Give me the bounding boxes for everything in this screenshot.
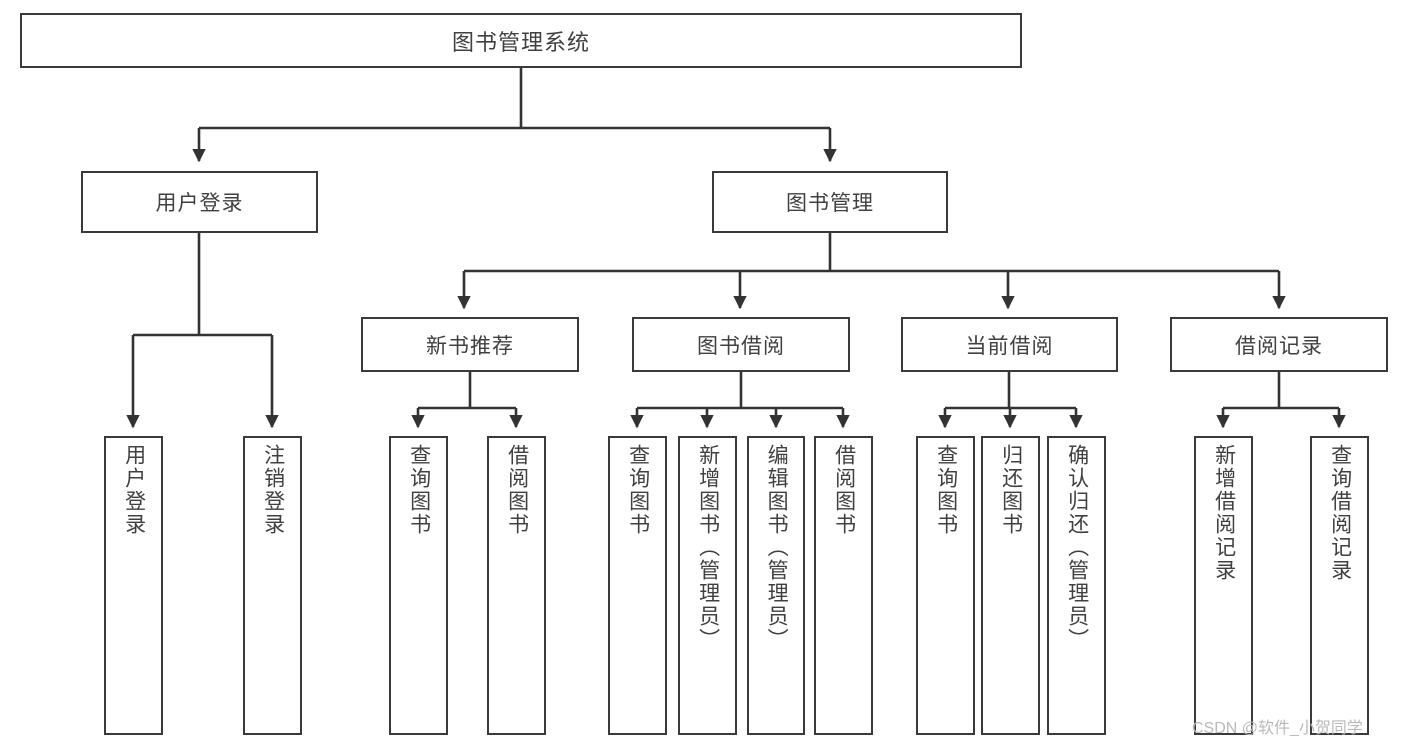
leaf-label: 查询图书	[626, 444, 650, 536]
leaf-user-login[interactable]: 用户登录	[104, 436, 163, 735]
leaf-label: 确认归还（管理员）	[1065, 444, 1089, 651]
leaf-add-borrow-rec[interactable]: 新增借阅记录	[1194, 436, 1253, 735]
leaf-label: 查询图书	[407, 444, 431, 536]
leaf-label: 借阅图书	[832, 444, 856, 536]
leaf-return-book[interactable]: 归还图书	[981, 436, 1040, 735]
leaf-add-book-admin[interactable]: 新增图书（管理员）	[678, 436, 737, 735]
leaf-query-book[interactable]: 查询图书	[608, 436, 667, 735]
leaf-label: 编辑图书（管理员）	[765, 444, 789, 651]
leaf-query-borrow-rec[interactable]: 查询借阅记录	[1310, 436, 1369, 735]
leaf-borrow-book[interactable]: 借阅图书	[814, 436, 873, 735]
leaf-confirm-return[interactable]: 确认归还（管理员）	[1047, 436, 1106, 735]
node-book-manage[interactable]: 图书管理	[712, 171, 948, 233]
node-borrow-record[interactable]: 借阅记录	[1170, 317, 1388, 372]
node-user-login[interactable]: 用户登录	[81, 171, 318, 233]
leaf-query-book-cur[interactable]: 查询图书	[916, 436, 975, 735]
leaf-label: 新增图书（管理员）	[696, 444, 720, 651]
leaf-label: 注销登录	[261, 444, 285, 536]
leaf-label: 查询图书	[934, 444, 958, 536]
leaf-edit-book-admin[interactable]: 编辑图书（管理员）	[747, 436, 805, 735]
leaf-query-book-rec[interactable]: 查询图书	[389, 436, 448, 735]
node-book-borrow[interactable]: 图书借阅	[632, 317, 850, 372]
leaf-label: 归还图书	[999, 444, 1023, 536]
node-new-book-recommend[interactable]: 新书推荐	[361, 317, 579, 372]
leaf-logout[interactable]: 注销登录	[243, 436, 302, 735]
node-root-system[interactable]: 图书管理系统	[20, 13, 1022, 68]
leaf-label: 新增借阅记录	[1212, 444, 1236, 582]
leaf-label: 借阅图书	[505, 444, 529, 536]
leaf-label: 用户登录	[122, 444, 146, 536]
csdn-watermark: CSDN @软件_小贺同学	[1192, 720, 1363, 737]
leaf-borrow-book-rec[interactable]: 借阅图书	[487, 436, 546, 735]
leaf-label: 查询借阅记录	[1328, 444, 1352, 582]
node-current-borrow[interactable]: 当前借阅	[901, 317, 1118, 372]
